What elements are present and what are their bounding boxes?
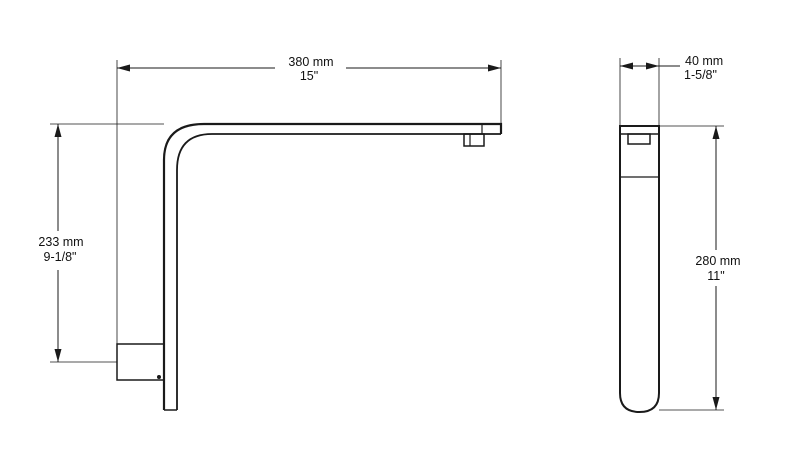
side-slot <box>627 133 651 145</box>
arrowhead-right <box>488 64 501 72</box>
spout-outer-contour <box>162 122 503 410</box>
dimension-side-height: 280 mm 11" <box>659 125 741 411</box>
side-height-metric: 280 mm <box>695 254 740 268</box>
spout-length-imperial: 15" <box>300 69 318 83</box>
set-screw-dot <box>157 375 161 379</box>
arrowhead-left <box>117 64 130 72</box>
spout-inner-contour <box>176 133 501 410</box>
arrowhead-top <box>54 124 62 137</box>
wall-flange <box>116 343 165 381</box>
spout-length-metric: 380 mm <box>288 55 333 69</box>
spout-width-metric: 40 mm <box>685 54 723 68</box>
arrowhead-top <box>712 126 720 139</box>
side-body-outline <box>619 125 660 414</box>
dimension-spout-width: 40 mm 1-5/8" <box>619 54 723 126</box>
arrowhead-bottom <box>54 349 62 362</box>
arrowhead-left <box>620 62 633 70</box>
aerator-body <box>463 133 485 147</box>
arrowhead-bottom <box>712 397 720 410</box>
spout-height-metric: 233 mm <box>38 235 83 249</box>
dimension-spout-length: 380 mm 15" <box>116 55 502 344</box>
spout-height-imperial: 9-1/8" <box>44 250 77 264</box>
spout-width-imperial: 1-5/8" <box>684 68 717 82</box>
side-view <box>619 125 660 414</box>
front-view-spout <box>116 122 503 411</box>
side-height-imperial: 11" <box>707 269 724 283</box>
arrowhead-right <box>646 62 659 70</box>
dimension-spout-height: 233 mm 9-1/8" <box>38 123 164 363</box>
